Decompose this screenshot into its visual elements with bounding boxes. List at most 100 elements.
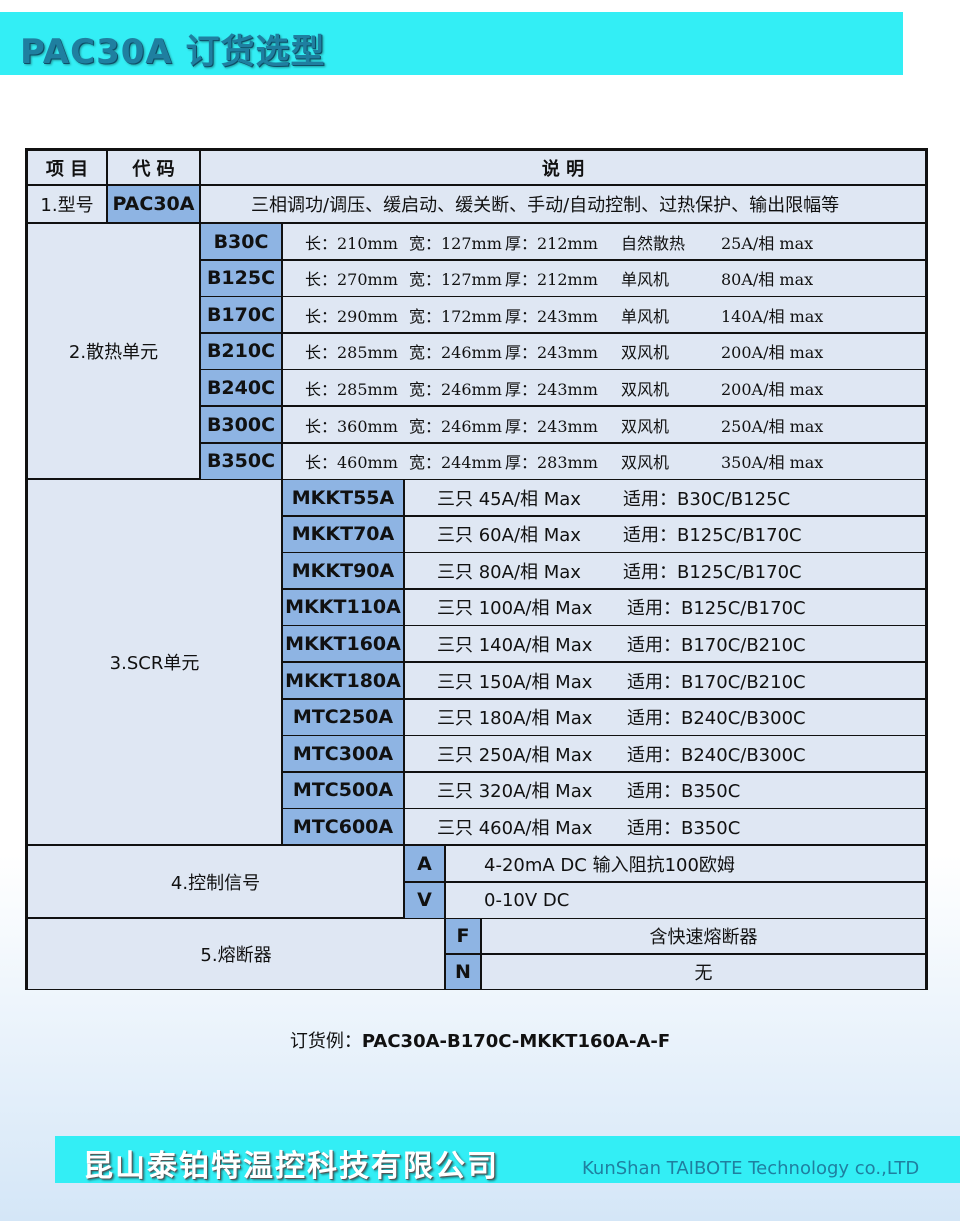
heatsink-length: 长：210mm [305, 233, 398, 253]
heatsink-length: 长：360mm [305, 416, 398, 436]
scr-fit: 适用：B170C/B210C [627, 671, 806, 693]
scr-spec: 三只 150A/相 Max 适用：B170C/B210C [404, 662, 926, 699]
scr-code: MTC250A [282, 698, 404, 736]
scr-code: MKKT90A [282, 552, 404, 590]
scr-fit: 适用：B240C/B300C [627, 744, 806, 766]
heatsink-fan: 双风机 [621, 379, 670, 399]
scr-code: MKKT70A [282, 515, 404, 553]
scr-fit: 适用：B350C [627, 817, 741, 839]
control-code: A [404, 845, 445, 882]
heatsink-width: 宽：172mm [409, 306, 502, 326]
heatsink-fan: 自然散热 [621, 233, 686, 253]
fuse-desc: 含快速熔断器 [481, 918, 926, 954]
heatsink-code: B170C [200, 296, 282, 334]
scr-rating: 三只 150A/相 Max [437, 671, 593, 693]
heatsink-thickness: 厚：243mm [505, 416, 598, 436]
heatsink-length: 长：285mm [305, 379, 398, 399]
heatsink-code: B210C [200, 332, 282, 370]
heatsink-fan: 单风机 [621, 270, 670, 290]
scr-code: MKKT180A [282, 662, 404, 699]
heatsink-thickness: 厚：212mm [505, 233, 598, 253]
scr-rating: 三只 320A/相 Max [437, 781, 593, 803]
fuse-label: 5.熔断器 [27, 918, 445, 990]
scr-code: MTC500A [282, 771, 404, 809]
scr-rating: 三只 140A/相 Max [437, 634, 593, 656]
scr-spec: 三只 250A/相 Max 适用：B240C/B300C [404, 735, 926, 773]
scr-spec: 三只 140A/相 Max 适用：B170C/B210C [404, 625, 926, 663]
model-label: 1.型号 [27, 185, 107, 223]
heatsink-thickness: 厚：283mm [505, 453, 598, 473]
col-header-code: 代 码 [107, 150, 200, 185]
heatsink-fan: 双风机 [621, 416, 670, 436]
page-title: PAC30A 订货选型 [20, 32, 326, 72]
heatsink-fan: 双风机 [621, 343, 670, 363]
heatsink-width: 宽：244mm [409, 453, 502, 473]
control-desc: 0-10V DC [445, 881, 926, 919]
heatsink-code: B240C [200, 369, 282, 407]
heatsink-length: 长：270mm [305, 270, 398, 290]
footer-banner: 昆山泰铂特温控科技有限公司 [55, 1136, 960, 1184]
scr-fit: 适用：B125C/B170C [623, 525, 802, 547]
scr-rating: 三只 180A/相 Max [437, 708, 593, 730]
heatsink-fan: 双风机 [621, 453, 670, 473]
heatsink-code: B300C [200, 406, 282, 443]
company-name-en: KunShan TAIBOTE Technology co.,LTD [582, 1158, 920, 1179]
control-desc: 4-20mA DC 输入阻抗100欧姆 [445, 845, 926, 882]
heatsink-fan: 单风机 [621, 306, 670, 326]
heatsink-rating: 200A/相 max [721, 379, 824, 399]
heatsink-width: 宽：246mm [409, 343, 502, 363]
heatsink-rating: 250A/相 max [721, 416, 824, 436]
model-desc: 三相调功/调压、缓启动、缓关断、手动/自动控制、过热保护、输出限幅等 [200, 185, 926, 223]
company-name-cn: 昆山泰铂特温控科技有限公司 [83, 1149, 499, 1184]
heatsink-code: B30C [200, 223, 282, 260]
scr-code: MKKT110A [282, 588, 404, 626]
order-example-prefix: 订货例： [289, 1031, 362, 1052]
order-example-code: PAC30A-B170C-MKKT160A-A-F [361, 1031, 671, 1052]
scr-rating: 三只 80A/相 Max [437, 561, 581, 583]
order-selection-table: 项 目 代 码 说 明 1.型号 PAC30A 三相调功/调压、缓启动、缓关断、… [25, 148, 928, 990]
order-example: 订货例：PAC30A-B170C-MKKT160A-A-F [0, 1027, 960, 1053]
fuse-code: F [445, 918, 481, 954]
scr-spec: 三只 45A/相 Max 适用：B30C/B125C [404, 479, 926, 516]
scr-code: MKKT160A [282, 625, 404, 663]
model-code: PAC30A [107, 185, 200, 223]
heatsink-code: B125C [200, 259, 282, 297]
heatsink-width: 宽：246mm [409, 379, 502, 399]
scr-fit: 适用：B240C/B300C [627, 708, 806, 730]
scr-code: MTC300A [282, 735, 404, 773]
scr-rating: 三只 100A/相 Max [437, 598, 593, 620]
scr-spec: 三只 460A/相 Max 适用：B350C [404, 808, 926, 846]
scr-rating: 三只 460A/相 Max [437, 817, 593, 839]
scr-fit: 适用：B30C/B125C [623, 488, 791, 510]
heatsink-width: 宽：127mm [409, 233, 502, 253]
control-code: V [404, 881, 445, 919]
heatsink-rating: 80A/相 max [721, 270, 814, 290]
scr-rating: 三只 45A/相 Max [437, 488, 581, 510]
heatsink-width: 宽：127mm [409, 270, 502, 290]
scr-fit: 适用：B170C/B210C [627, 634, 806, 656]
heatsink-rating: 350A/相 max [721, 453, 824, 473]
heatsink-rating: 140A/相 max [721, 306, 824, 326]
heatsink-length: 长：290mm [305, 306, 398, 326]
control-label: 4.控制信号 [27, 845, 404, 918]
fuse-code: N [445, 954, 481, 990]
header-banner: PAC30A 订货选型 [0, 12, 903, 75]
heatsink-label: 2.散热单元 [27, 223, 200, 479]
heatsink-rating: 25A/相 max [721, 233, 814, 253]
col-header-desc: 说 明 [200, 150, 926, 185]
scr-rating: 三只 250A/相 Max [437, 744, 593, 766]
heatsink-rating: 200A/相 max [721, 343, 824, 363]
heatsink-thickness: 厚：212mm [505, 270, 598, 290]
heatsink-thickness: 厚：243mm [505, 343, 598, 363]
scr-label: 3.SCR单元 [27, 479, 282, 845]
